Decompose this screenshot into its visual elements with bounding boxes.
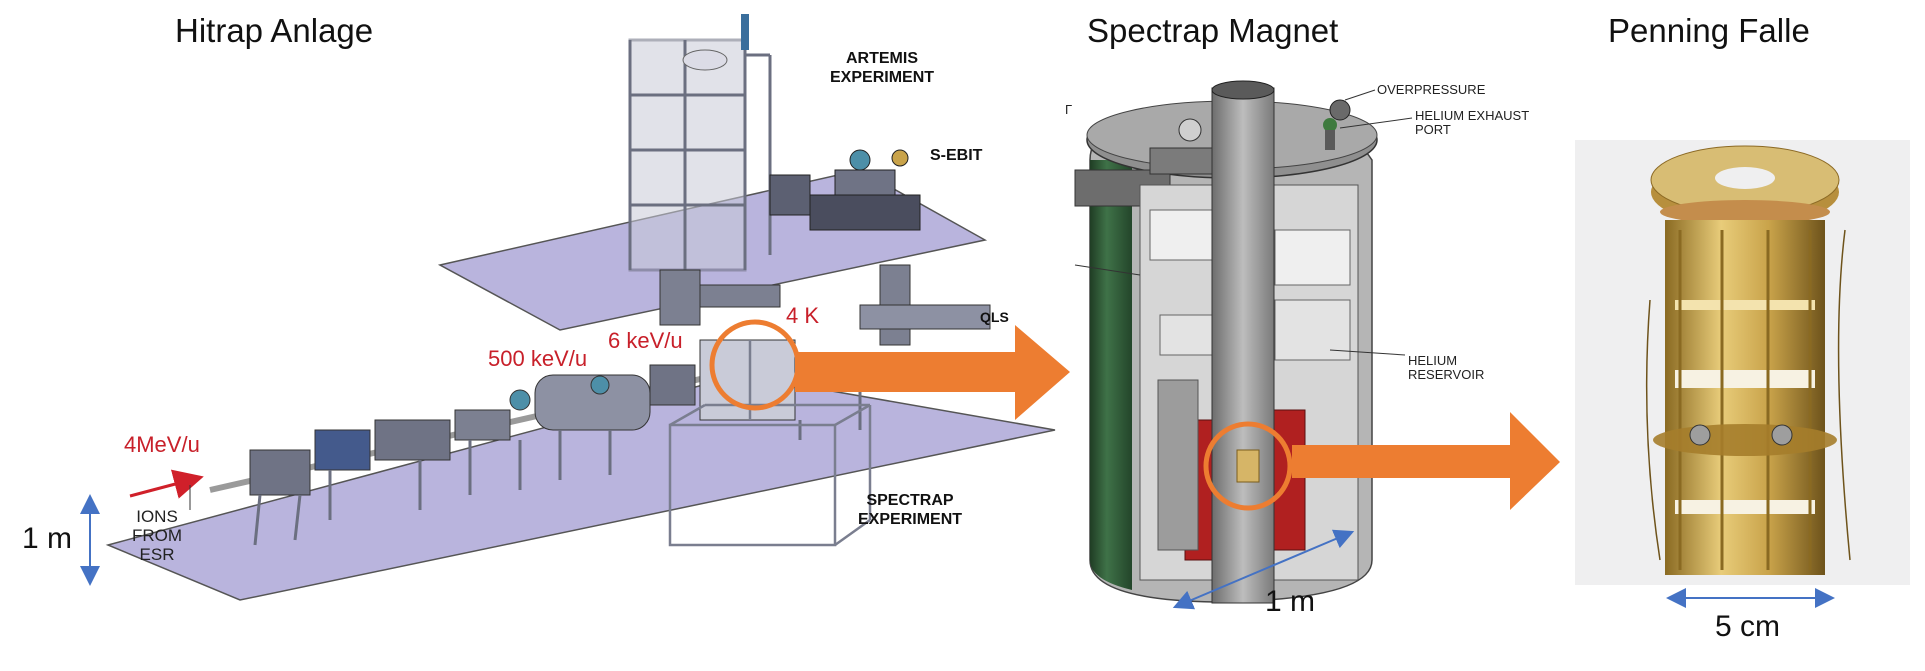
trap-photo <box>1575 140 1910 608</box>
spectrap-label: SPECTRAP EXPERIMENT <box>858 492 963 528</box>
magnet-scale-label: 1 m <box>1265 585 1316 618</box>
energy-6kev-label: 6 keV/u <box>608 328 683 353</box>
ion-beam-arrow <box>129 469 204 499</box>
trap-scale-label: 5 cm <box>1715 610 1781 643</box>
facility-drawing <box>80 14 1056 601</box>
facility-title: Hitrap Anlage <box>175 12 374 49</box>
zoom-arrow-facility-to-magnet <box>795 325 1070 420</box>
magnet-highlight-circle <box>1203 421 1293 511</box>
cut-label: Γ <box>1065 102 1073 117</box>
sebit-label: S-EBIT <box>930 147 983 164</box>
magnet-drawing <box>1074 80 1413 610</box>
facility-scale-label: 1 m <box>22 522 73 555</box>
energy-500kev-label: 500 keV/u <box>488 346 588 371</box>
zoom-arrow-magnet-to-trap <box>1292 412 1560 510</box>
helium-exhaust-label: HELIUM EXHAUST PORT <box>1415 108 1530 137</box>
trap-title: Penning Falle <box>1608 12 1810 49</box>
trap-screw-right <box>1771 424 1793 446</box>
energy-4mev-label: 4MeV/u <box>124 432 200 457</box>
ions-label: IONS FROM ESR <box>132 507 183 564</box>
sebit-equipment <box>769 149 921 231</box>
magnet-title: Spectrap Magnet <box>1087 12 1339 49</box>
magnet-bore <box>1211 87 1275 604</box>
artemis-tower <box>628 38 772 272</box>
transfer-line <box>659 264 991 346</box>
artemis-label: ARTEMIS EXPERIMENT <box>830 50 935 86</box>
scale-arrow-magnet <box>1172 529 1355 610</box>
spectrap-frame <box>668 340 872 547</box>
helium-reservoir-label: HELIUM RESERVOIR <box>1408 353 1485 382</box>
magnet-green-shell <box>1090 160 1132 590</box>
trap-cylinder <box>1665 220 1825 575</box>
person-figure <box>741 14 749 50</box>
temperature-4k-label: 4 K <box>786 303 820 328</box>
trap-screw-left <box>1689 424 1711 446</box>
qls-label: QLS <box>980 309 1009 325</box>
overpressure-label: OVERPRESSURE <box>1377 82 1486 97</box>
beamline-floor <box>105 374 1056 601</box>
overpressure-valve <box>1329 99 1351 121</box>
